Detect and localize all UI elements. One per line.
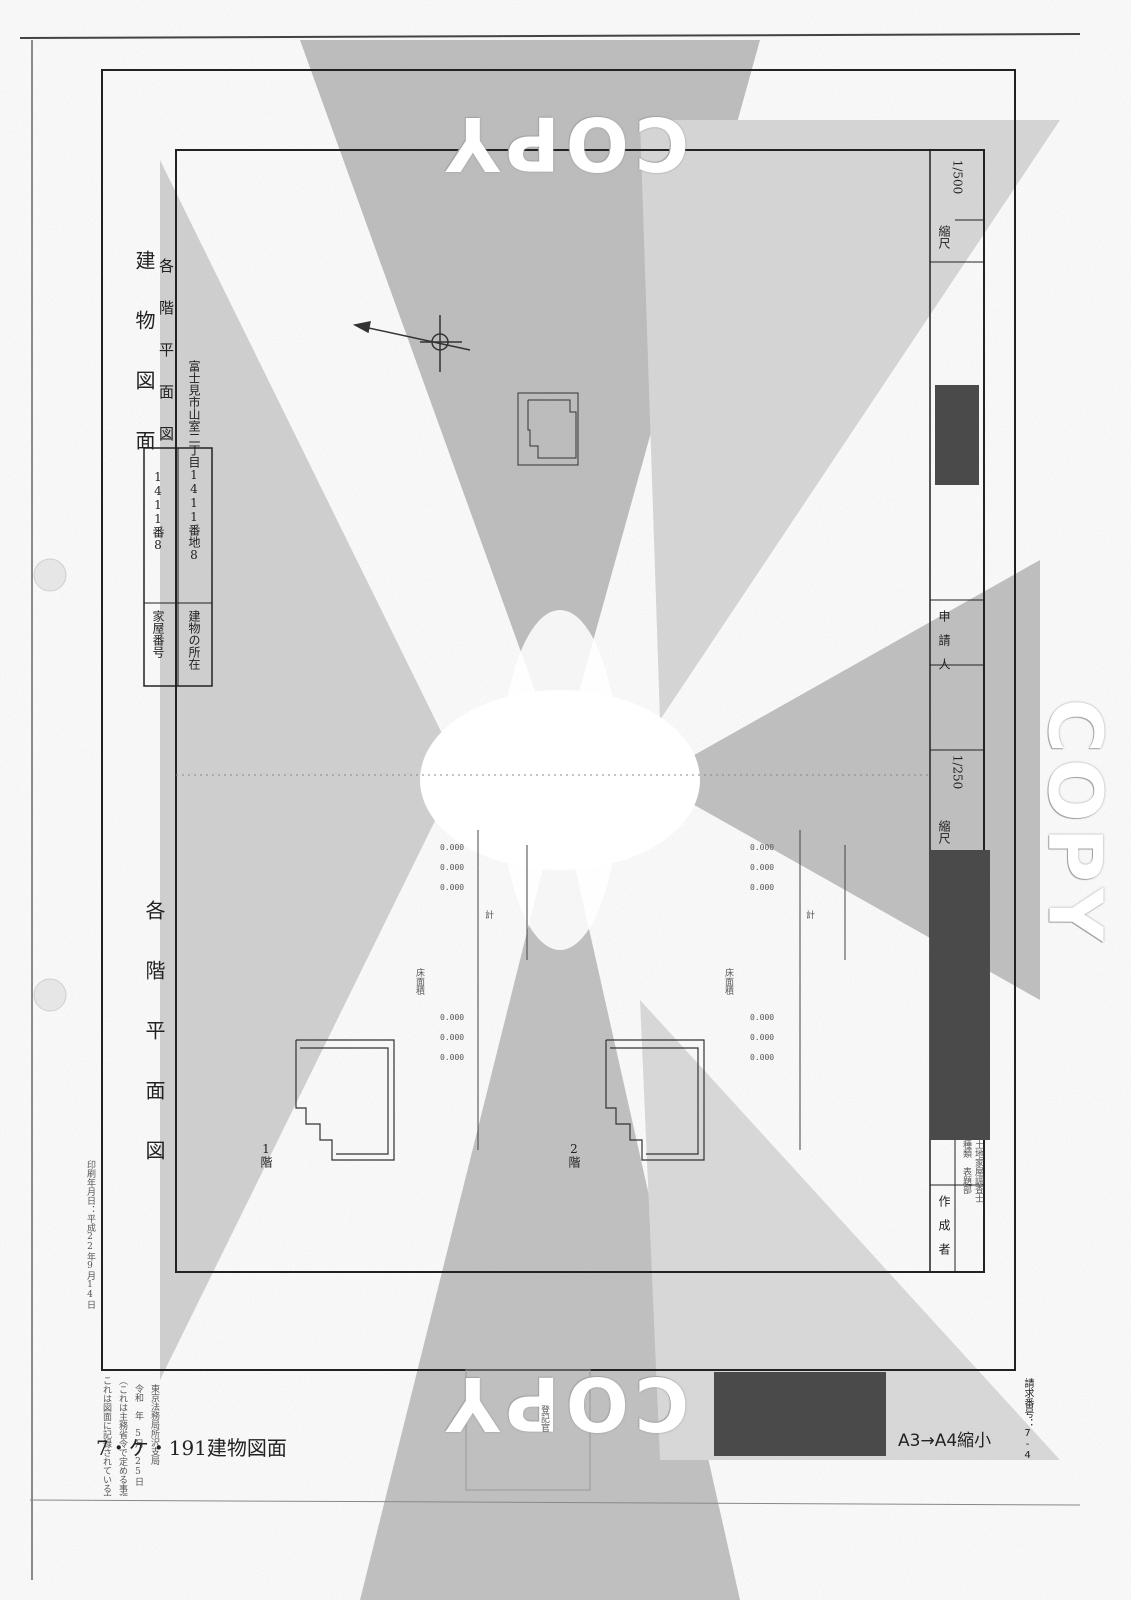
svg-text:0.000: 0.000 [440,1013,464,1022]
svg-text:0.000: 0.000 [440,883,464,892]
applicant-label: 申 請 人 [937,610,951,670]
floor-plan-title: 各 階 平 面 図 [142,900,166,1170]
svg-text:0.000: 0.000 [750,843,774,852]
floor2-label: 2階 [567,1142,581,1168]
svg-text:0.000: 0.000 [750,863,774,872]
scale-label-bottom: 縮尺 [937,820,951,844]
copy-watermark-top: COPY [440,100,690,186]
location-label: 建物の所在 [187,610,201,670]
svg-text:0.000: 0.000 [750,883,774,892]
scale-label-top: 縮尺 [937,225,951,249]
request-number: 請求番号：7-4 [1022,1378,1033,1461]
building-scale: 1/500 [950,159,965,195]
doc-reference: 7・ケ・191建物図面 [96,1436,287,1460]
floor1-area-label: 床面積 [414,968,424,995]
print-date: 印刷年月日：平成22年9月14日 [85,1160,95,1309]
footer-date: 令和 年 5月 25日 [133,1384,143,1486]
redaction-creator [930,850,990,1140]
floor-scale: 1/250 [950,754,965,790]
footer-registrar: 登記官 [539,1405,549,1432]
redaction-footer [714,1372,886,1456]
location-value: 富士見市山室二丁目1411番地8 [187,360,201,562]
svg-text:0.000: 0.000 [750,1033,774,1042]
creator-sub2: 土地家屋調査士 [973,1140,983,1203]
svg-text:0.000: 0.000 [440,843,464,852]
drawing-subtitle: 各 階 平 面 図 [157,258,175,447]
floor1-total-label: 計 [483,910,493,919]
copy-watermark-right: COPY [1031,698,1118,948]
svg-text:0.000: 0.000 [440,1053,464,1062]
footer-note1: これは図面に記録されている内容を証明した書面である。 [101,1376,111,1496]
svg-text:0.000: 0.000 [440,863,464,872]
resize-note: A3→A4縮小 [898,1431,992,1451]
floor2-total-label: 計 [804,910,814,919]
creator-sub1: 種類 表題部 [961,1140,971,1194]
drawing-title: 建 物 図 面 [132,250,156,460]
svg-text:0.000: 0.000 [750,1013,774,1022]
redaction-applicant [935,385,979,485]
building-number-label: 家屋番号 [151,610,165,658]
footer-note2: （これは主務省令で定める事項を記録した書面である） [117,1376,127,1496]
copy-watermark-bottom: COPY [440,1360,690,1446]
building-number: 1411番8 [151,470,165,552]
creator-label: 作 成 者 [937,1195,951,1255]
floor1-label: 1階 [259,1142,273,1168]
floor2-area-label: 床面積 [723,968,733,995]
footer-office: 東京法務局所沢支局 [149,1384,159,1465]
svg-text:0.000: 0.000 [440,1033,464,1042]
svg-text:0.000: 0.000 [750,1053,774,1062]
